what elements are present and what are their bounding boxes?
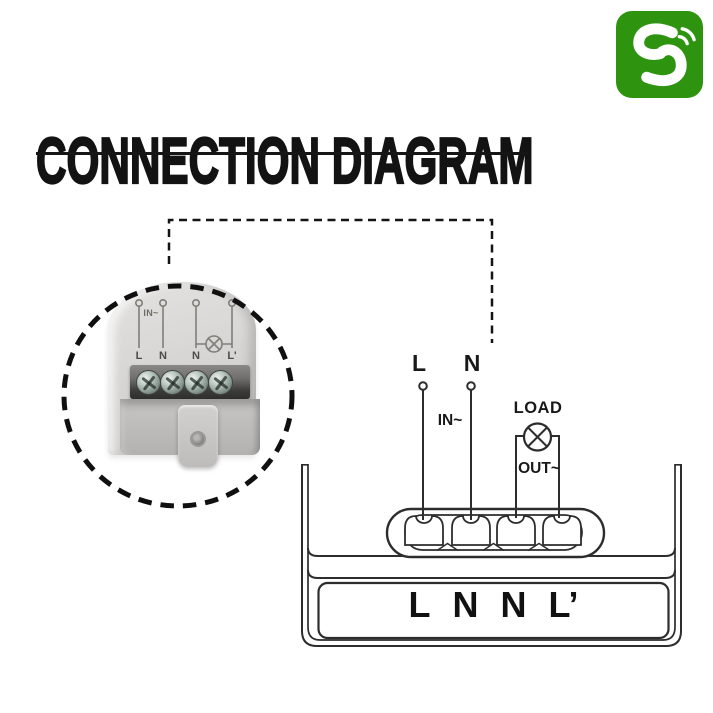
terminal-lip-detail (436, 542, 551, 552)
terminal-screw (136, 370, 161, 395)
device-photo-body: IN~ L N N L' (108, 282, 260, 467)
photo-terminal-block (130, 365, 250, 399)
lamp-icon (522, 422, 553, 452)
s-wifi-icon (616, 11, 703, 98)
device-photo-inset: IN~ L N N L' (100, 282, 264, 476)
terminal-screw (160, 370, 185, 395)
device-seam-line (307, 547, 676, 557)
photo-mounting-tab (178, 405, 218, 467)
device-terminal-l: L (408, 584, 431, 625)
photo-terminal-label-n2: N (192, 350, 200, 362)
in-label: IN~ (437, 412, 463, 429)
live-wire-end (418, 381, 428, 391)
terminal-holes (404, 515, 582, 546)
label-plate-ledge (307, 569, 676, 579)
photo-terminal-label-n1: N (159, 350, 167, 362)
device-terminal-labels: L N N L’ (318, 587, 669, 633)
device-terminal-l2: L’ (548, 584, 579, 625)
neutral-wire-label: N (463, 350, 481, 376)
photo-device-base (120, 399, 260, 467)
out-label: OUT~ (518, 460, 560, 477)
device-terminal-n1: N (452, 584, 479, 625)
load-label: LOAD (513, 399, 563, 417)
device-terminal-n2: N (500, 584, 527, 625)
photo-terminal-label-l: L (135, 350, 143, 362)
photo-terminal-label-l2: L' (227, 350, 237, 362)
photo-mounting-hole (190, 431, 206, 447)
brand-logo (616, 11, 703, 98)
neutral-wire-end (466, 381, 476, 391)
page-title: CONNECTION DIAGRAM (35, 123, 534, 197)
terminal-screw (184, 370, 209, 395)
live-wire-label: L (411, 350, 427, 376)
photo-in-label: IN~ (143, 308, 159, 318)
terminal-block (385, 507, 606, 559)
input-wires (418, 381, 476, 520)
terminal-screw (208, 370, 233, 395)
title-underline (36, 152, 528, 155)
